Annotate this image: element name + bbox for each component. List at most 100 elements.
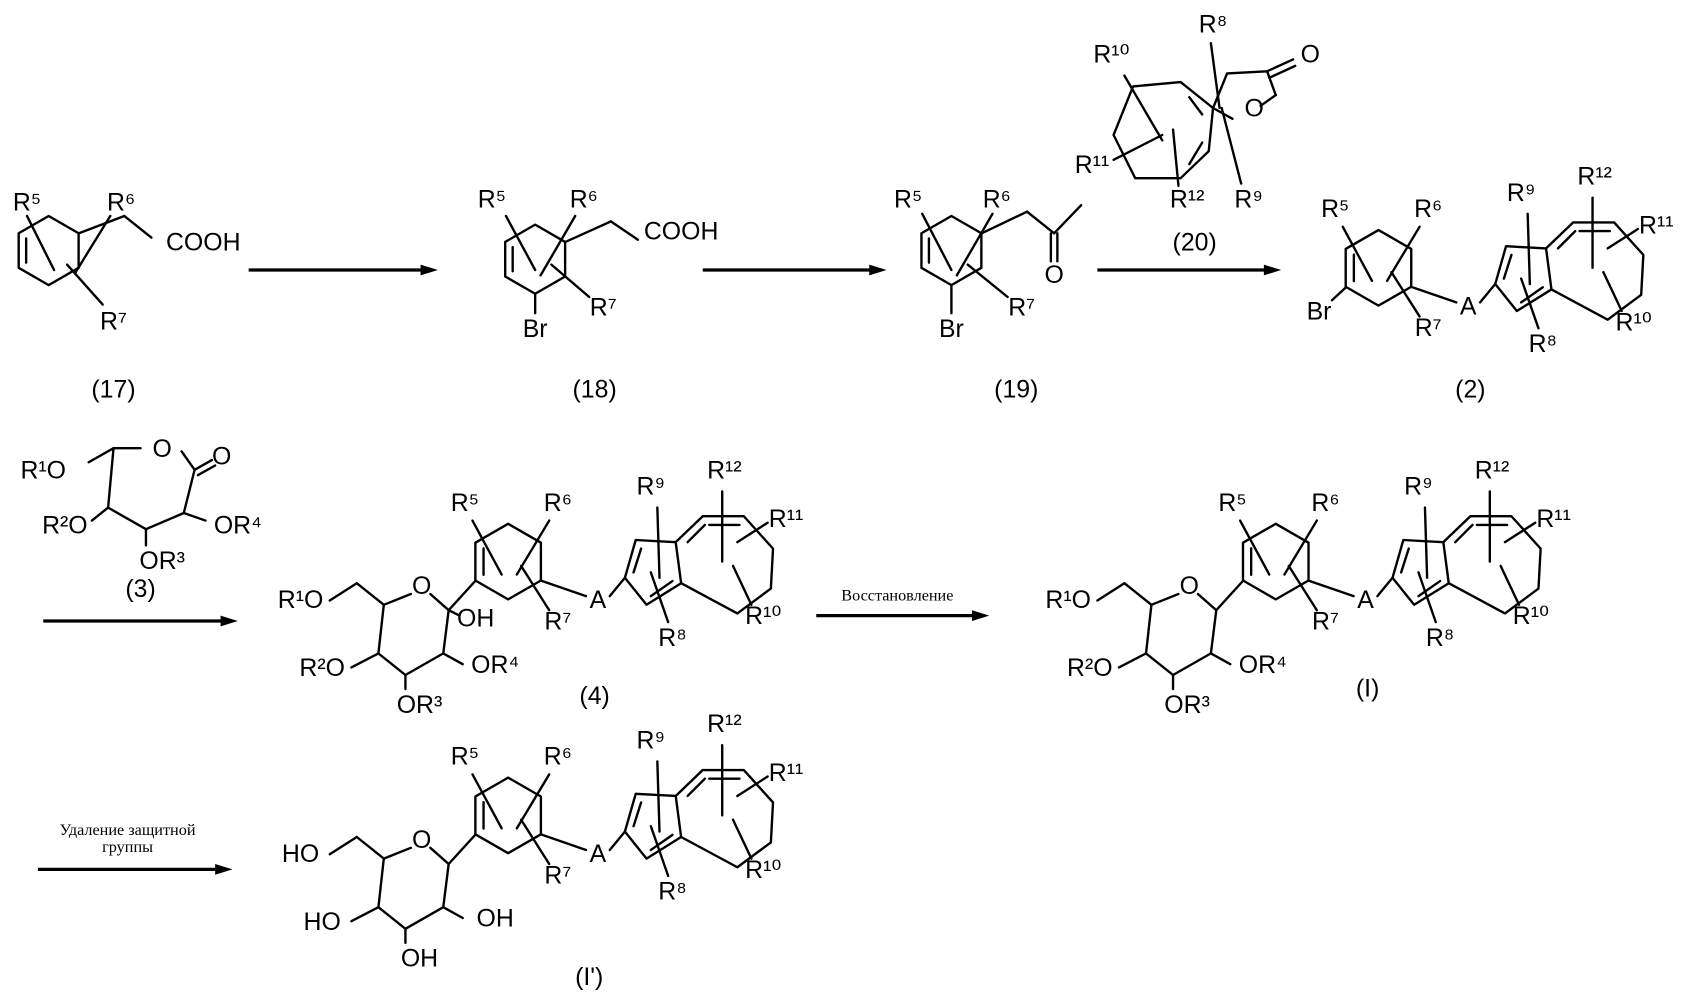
ring-oxygen-label: O [412, 827, 431, 854]
r10-label: R¹⁰ [1093, 42, 1129, 69]
bond [351, 907, 378, 921]
bond [1198, 594, 1216, 610]
seven-membered-ring [1546, 222, 1643, 319]
compound-number: (17) [91, 376, 135, 403]
substituent-bond [1521, 279, 1538, 329]
r7-label: R⁷ [1008, 294, 1035, 321]
benzene-ring [475, 524, 541, 600]
compound-number: (3) [125, 576, 155, 603]
substituent-bond [472, 521, 501, 575]
r9-label: R⁹ [637, 474, 666, 501]
r11-label: R¹¹ [1536, 506, 1571, 533]
double-bond [634, 549, 642, 573]
double-bond [1504, 255, 1512, 279]
deprotection-step: Удаление защитнойгруппы [60, 821, 196, 856]
bond [1211, 653, 1230, 664]
compound-number: (18) [573, 376, 617, 403]
substituent-bond [968, 265, 1008, 297]
substituent-bond [76, 216, 111, 272]
substituent-bond [1528, 214, 1530, 284]
r6-label: R⁶ [570, 186, 598, 213]
r5-label: R⁵ [1321, 196, 1349, 223]
substituent-bond [657, 761, 659, 831]
o4-label: R²O [1067, 655, 1113, 682]
bond [1377, 578, 1392, 596]
r11-label: R¹¹ [1075, 152, 1110, 179]
double-bond [1189, 97, 1202, 114]
o6-label: R¹O [1045, 587, 1091, 614]
bond [1308, 581, 1353, 597]
r8-label: R⁸ [658, 879, 686, 906]
seven-membered-ring [1443, 516, 1540, 613]
benzene-ring [1243, 524, 1309, 600]
r10-label: R¹⁰ [745, 857, 781, 884]
bond [1119, 653, 1146, 667]
substituent-bond [1211, 43, 1220, 108]
arrow-head [869, 265, 886, 276]
bond [1151, 594, 1178, 605]
substituent-bond [27, 216, 54, 270]
r10-label: R¹⁰ [745, 603, 781, 630]
ring-oxygen-label: O [1244, 96, 1263, 123]
r12-label: R¹² [707, 457, 742, 484]
bond [357, 583, 384, 605]
compound-18: COOHR⁵R⁶R⁷Br(18) [478, 186, 719, 403]
r5-label: R⁵ [451, 490, 479, 517]
bond [1411, 287, 1456, 303]
bond [384, 848, 411, 859]
r8-label: R⁸ [658, 625, 686, 652]
substituent-bond [1501, 566, 1519, 605]
compound-19: OR⁵R⁶R⁷Br(19) [894, 186, 1081, 403]
bond [330, 583, 357, 600]
substituent-bond [922, 214, 951, 270]
r5-label: R⁵ [894, 186, 922, 213]
deprotection-arrow-label: группы [102, 838, 153, 856]
r12-label: R¹² [707, 711, 742, 738]
ring-oxygen-label: O [1180, 573, 1199, 600]
deprotection-arrow [38, 864, 233, 875]
linker-a-label: A [1357, 587, 1374, 614]
r6-label: R⁶ [107, 190, 135, 217]
arrow-head [1264, 265, 1281, 276]
reduction-arrow [816, 610, 989, 621]
compound-2: R⁵R⁶R⁷AR⁹R¹²R¹¹R⁸R¹⁰Br(2) [1307, 164, 1674, 404]
bond [430, 594, 448, 610]
substituent-bond [657, 508, 659, 578]
r12-label: R¹² [1170, 186, 1205, 213]
substituent-bond [472, 774, 501, 828]
bond [541, 834, 586, 850]
bond [449, 834, 476, 864]
o3-label: OR³ [397, 692, 443, 719]
o4-label: R²O [299, 655, 345, 682]
substituent-bond [733, 566, 751, 605]
carbonyl-oxygen-label: O [212, 443, 231, 470]
compound-number: (I) [1356, 676, 1379, 703]
seven-membered-ring [676, 770, 773, 867]
r5-label: R⁵ [1218, 490, 1246, 517]
bond [443, 907, 462, 918]
r11-label: R¹¹ [769, 506, 804, 533]
r10-label: R¹⁰ [1616, 309, 1652, 336]
r9-label: R⁹ [1404, 474, 1433, 501]
substituent-bond [1343, 227, 1372, 281]
r9-label: R⁹ [1234, 186, 1263, 213]
reaction-arrow-1 [249, 265, 438, 276]
cooh-label: COOH [166, 230, 241, 257]
r7-label: R⁷ [590, 294, 617, 321]
r12-label: R¹² [1475, 457, 1510, 484]
r6-label: R⁶ [544, 490, 572, 517]
compound-4: R⁵R⁶R⁷AR⁹R¹²R¹¹R⁸R¹⁰OR¹OR²OOR³OR⁴OH(4) [278, 457, 803, 718]
bond [92, 508, 108, 521]
pyranose-ring [1146, 605, 1216, 675]
o3-label: OR³ [1164, 692, 1210, 719]
bond [1124, 583, 1151, 605]
bond [184, 513, 206, 521]
pyranose-ring [378, 605, 448, 675]
arrow-head [221, 616, 238, 627]
benzene-ring [1346, 230, 1412, 306]
bond [1216, 581, 1243, 611]
substituent-bond [1418, 572, 1435, 622]
bond [611, 221, 638, 239]
o2-label: OH [477, 906, 514, 933]
